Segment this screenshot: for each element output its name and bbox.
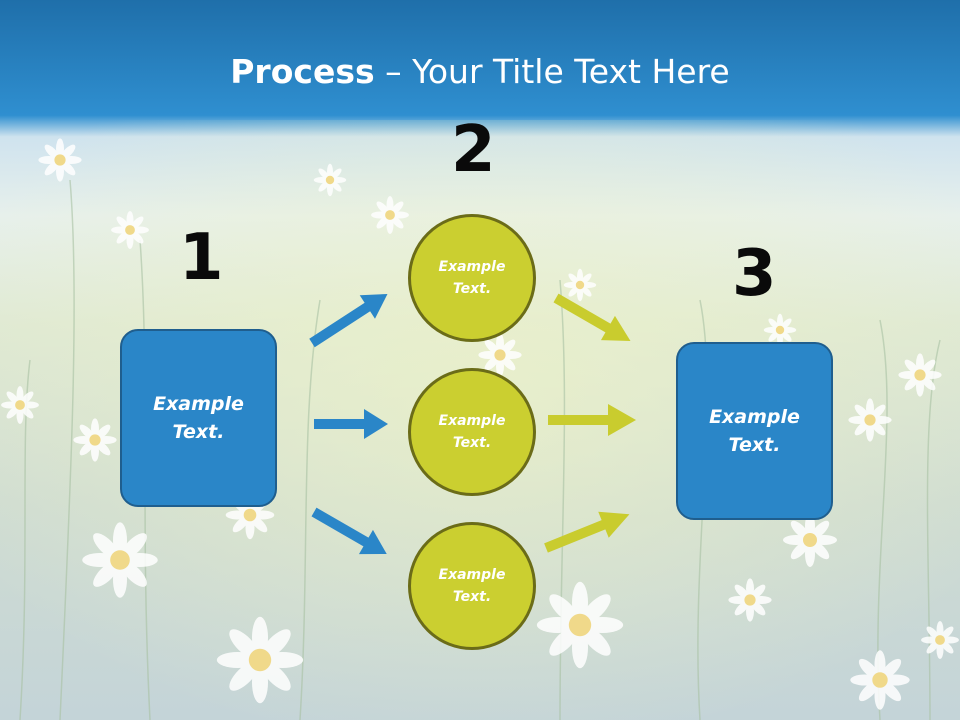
step-number-1: 1 (179, 221, 224, 295)
bottom-circle-line2: Text. (452, 589, 492, 605)
blue-arrow-down (311, 507, 387, 555)
step-number-3: 3 (732, 237, 777, 311)
yellow-arrow-up (544, 511, 630, 553)
right-process-box[interactable]: Example Text. (676, 342, 833, 520)
top-circle[interactable]: Example Text. (408, 214, 536, 342)
step-number-2: 2 (451, 113, 496, 187)
blue-arrow-up (309, 293, 388, 348)
yellow-arrow-straight (548, 404, 636, 436)
left-process-box[interactable]: Example Text. (120, 329, 277, 507)
left-box-line2: Text. (172, 421, 225, 443)
left-box-line1: Example (153, 392, 244, 415)
middle-circle[interactable]: Example Text. (408, 368, 536, 496)
top-circle-line1: Example (438, 258, 506, 275)
right-box-line2: Text. (728, 434, 781, 456)
middle-circle-line2: Text. (452, 435, 492, 451)
yellow-arrow-down (553, 293, 631, 341)
top-circle-line2: Text. (452, 281, 492, 297)
bottom-circle-line1: Example (438, 566, 506, 583)
blue-arrow-straight (314, 409, 388, 439)
right-box-line1: Example (709, 405, 800, 428)
bottom-circle[interactable]: Example Text. (408, 522, 536, 650)
middle-circle-line1: Example (438, 412, 506, 429)
title-rest: – Your Title Text Here (374, 52, 730, 91)
slide-title: Process – Your Title Text Here (0, 52, 960, 91)
title-bold: Process (230, 52, 375, 91)
